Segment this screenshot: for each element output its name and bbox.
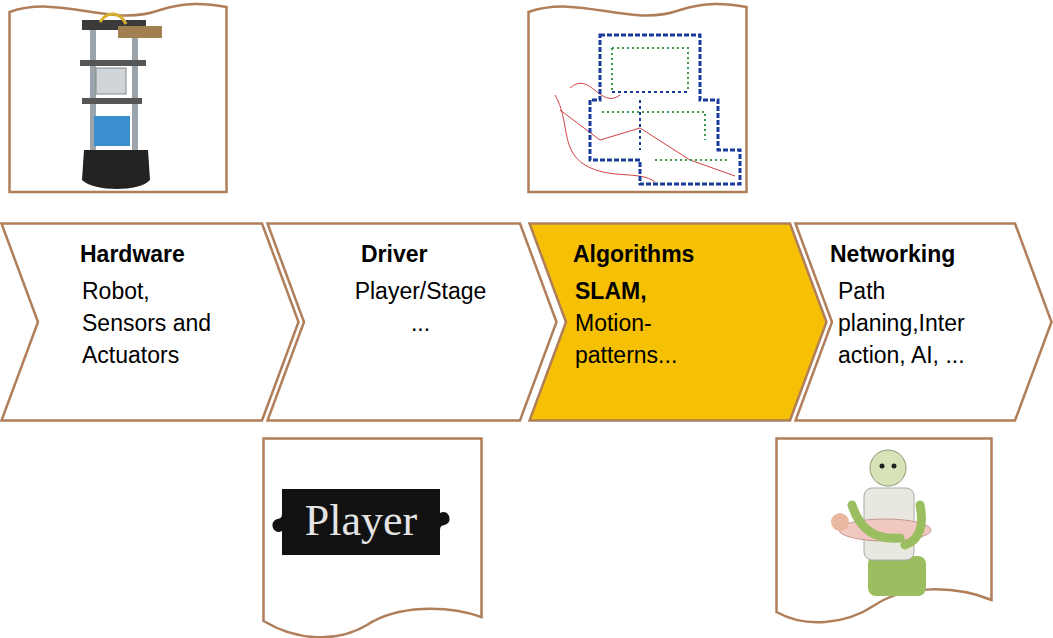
person-head (831, 513, 849, 531)
chevron-shape (530, 224, 827, 421)
logo-badge (272, 489, 449, 555)
map-walls (612, 92, 688, 150)
cable (100, 14, 126, 24)
plate (82, 98, 142, 104)
robot-head (870, 450, 906, 486)
frame-outline (777, 439, 992, 623)
stage-body: Player/Stage ... (348, 275, 493, 339)
robot-arm (852, 505, 921, 545)
trajectory (555, 83, 735, 182)
board (96, 68, 126, 94)
logo-text: Player (284, 489, 438, 553)
process-chevron: DriverPlayer/Stage ... (266, 222, 558, 422)
frame-outline (529, 4, 747, 192)
logo-frame: Player (262, 437, 483, 638)
map-walls (590, 35, 740, 184)
stage-body: Robot, Sensors and Actuators (82, 275, 217, 371)
frame-outline (264, 439, 482, 638)
plate (80, 60, 146, 66)
stage-heading: Algorithms (573, 238, 694, 270)
slam-map-frame (529, 4, 747, 192)
humanoid-photo (831, 450, 931, 596)
process-chevron: NetworkingPath planing,Inter action, AI,… (794, 222, 1053, 422)
map-points (602, 48, 730, 160)
slam-map (555, 35, 740, 184)
robot-base (868, 556, 926, 596)
process-chevron: AlgorithmsSLAM,Motion- patterns... (528, 222, 828, 422)
camera (118, 26, 162, 38)
robot-photo-frame (10, 4, 227, 192)
stage-body: Path planing,Inter action, AI, ... (838, 275, 986, 371)
chevron-shape (268, 224, 557, 421)
blue-box (94, 116, 130, 146)
frame-outline (10, 4, 227, 192)
process-chevron: HardwareRobot, Sensors and Actuators (0, 222, 300, 422)
stage-heading: Networking (830, 238, 955, 270)
humanoid-photo-frame (777, 439, 992, 623)
stage-heading: Hardware (80, 238, 185, 270)
base (82, 150, 150, 189)
robot-photo (80, 14, 162, 189)
chevron-shape (2, 224, 299, 421)
chevron-shape (796, 224, 1052, 421)
robot-eye (880, 464, 885, 469)
stage-body: SLAM, (575, 275, 647, 307)
robot-eye (892, 464, 897, 469)
stage-heading: Driver (361, 238, 427, 270)
stage-body: Motion- patterns... (575, 307, 697, 371)
